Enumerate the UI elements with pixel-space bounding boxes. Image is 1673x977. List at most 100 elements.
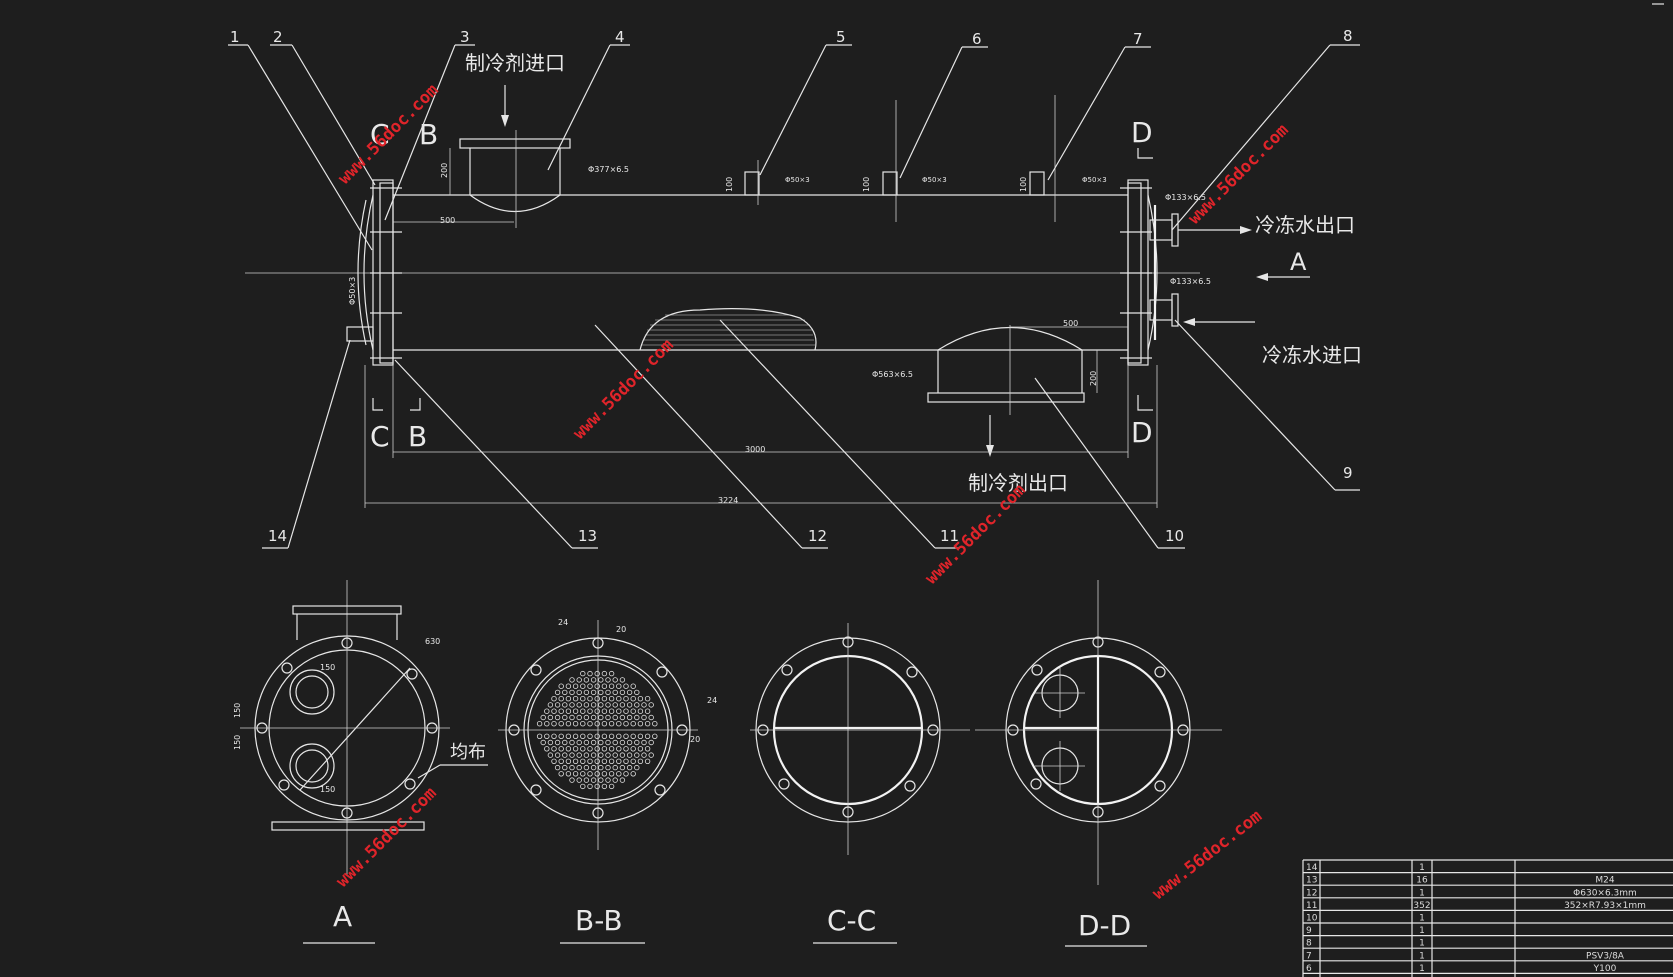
tube-hole bbox=[601, 683, 608, 689]
tube-hole bbox=[590, 752, 597, 758]
section-d-top: D bbox=[1131, 116, 1153, 149]
watermark-6: www.56doc.com bbox=[1149, 806, 1266, 904]
label-refrigerant-out: 制冷剂出口 bbox=[968, 471, 1068, 495]
view-a-uniform-note: 均布 bbox=[450, 742, 486, 763]
view-cc-title: C-C bbox=[827, 904, 876, 937]
tube-hole bbox=[637, 721, 644, 727]
view-a-dim-150-c: 150 bbox=[233, 703, 242, 718]
part-number-11: 11 bbox=[940, 527, 959, 545]
section-c-top: C bbox=[370, 118, 390, 151]
tube-hole bbox=[634, 689, 640, 696]
tube-hole bbox=[580, 771, 586, 777]
section-c-bottom: C bbox=[370, 420, 390, 453]
tube-hole bbox=[612, 764, 618, 771]
tube-hole bbox=[562, 739, 568, 746]
bom-spec: M24 bbox=[1595, 876, 1614, 886]
bom-quantity: 1 bbox=[1419, 964, 1425, 974]
tube-hole bbox=[587, 696, 593, 702]
tube-hole bbox=[598, 739, 604, 746]
dim-inlet-height: 200 bbox=[440, 163, 449, 178]
small-nozzle-6: 100 Φ50×3 bbox=[862, 100, 947, 222]
bom-item-number: 6 bbox=[1306, 964, 1312, 974]
tube-hole bbox=[576, 702, 582, 708]
tube-hole bbox=[576, 714, 582, 721]
view-c-c: C-C bbox=[750, 623, 970, 944]
tube-hole bbox=[569, 689, 575, 696]
tube-hole bbox=[605, 777, 611, 783]
tube-hole bbox=[616, 696, 622, 702]
view-a-dim-150-b: 150 bbox=[320, 785, 335, 794]
watermark-4: www.56doc.com bbox=[921, 480, 1029, 588]
tube-hole bbox=[544, 721, 550, 727]
tube-hole bbox=[644, 696, 651, 702]
tube-hole bbox=[634, 702, 640, 708]
tube-hole bbox=[572, 696, 579, 702]
water-out-arrow bbox=[1240, 226, 1252, 234]
dim-nozzle7: Φ50×3 bbox=[1082, 176, 1107, 184]
tube-hole bbox=[630, 708, 636, 714]
tube-hole bbox=[580, 696, 586, 702]
tube-hole bbox=[616, 758, 622, 764]
tube-hole bbox=[580, 733, 586, 739]
view-a: 630 150 150 150 150 均布 A bbox=[233, 580, 488, 944]
dim-nozzle6: Φ50×3 bbox=[922, 176, 947, 184]
tube-hole bbox=[551, 746, 557, 752]
tube-hole bbox=[580, 683, 586, 689]
tube-hole bbox=[576, 739, 582, 746]
tube-hole bbox=[565, 771, 572, 777]
tube-hole bbox=[608, 683, 615, 689]
tube-hole bbox=[547, 752, 554, 758]
tube-hole bbox=[590, 714, 597, 721]
tube-hole bbox=[619, 689, 626, 696]
tube-hole bbox=[594, 733, 600, 739]
tube-hole bbox=[547, 702, 554, 708]
tube-hole bbox=[648, 752, 654, 758]
tube-hole bbox=[626, 702, 633, 708]
tube-hole bbox=[558, 758, 564, 764]
tube-hole bbox=[554, 752, 561, 758]
refrigerant-out-arrow bbox=[986, 445, 994, 457]
part-number-2: 2 bbox=[273, 28, 283, 46]
tube-hole bbox=[608, 733, 615, 739]
bom-item-number: 12 bbox=[1306, 888, 1317, 898]
bom-item-number: 11 bbox=[1306, 901, 1317, 911]
tube-hole bbox=[648, 702, 654, 708]
tube-hole bbox=[626, 752, 633, 758]
tube-hole bbox=[551, 758, 557, 764]
bom-quantity: 352 bbox=[1413, 901, 1430, 911]
bom-item-number: 13 bbox=[1306, 876, 1317, 886]
view-a-arrow bbox=[1256, 273, 1268, 281]
dim-outlet-height: 200 bbox=[1089, 371, 1098, 386]
tube-hole bbox=[551, 733, 557, 739]
part-number-12: 12 bbox=[808, 527, 827, 545]
tube-hole bbox=[554, 764, 561, 771]
tube-hole bbox=[619, 702, 626, 708]
tube-hole bbox=[594, 670, 600, 677]
tube-hole bbox=[569, 764, 575, 771]
dim-water-in-pipe: Φ133×6.5 bbox=[1170, 277, 1211, 286]
tube-hole bbox=[580, 783, 586, 790]
tube-hole bbox=[554, 702, 561, 708]
tube-hole bbox=[590, 777, 597, 783]
tube-hole bbox=[587, 721, 593, 727]
tube-hole bbox=[601, 733, 608, 739]
outlet-flange bbox=[927, 392, 1085, 403]
tube-hole bbox=[605, 702, 611, 708]
dim-inlet-offset: 500 bbox=[440, 216, 455, 225]
part-number-10: 10 bbox=[1165, 527, 1184, 545]
tube-hole bbox=[565, 721, 572, 727]
tube-hole bbox=[558, 746, 564, 752]
tube-hole bbox=[630, 721, 636, 727]
tube-hole bbox=[601, 708, 608, 714]
view-dd-title: D-D bbox=[1078, 909, 1131, 942]
tube-hole bbox=[644, 721, 651, 727]
tube-hole bbox=[554, 739, 561, 746]
tube-hole bbox=[641, 702, 647, 708]
tube-hole bbox=[598, 752, 604, 758]
tube-hole bbox=[565, 708, 572, 714]
tube-hole bbox=[565, 696, 572, 702]
bom-item-number: 10 bbox=[1306, 914, 1318, 924]
tube-hole bbox=[644, 746, 651, 752]
tube-hole bbox=[630, 771, 636, 777]
